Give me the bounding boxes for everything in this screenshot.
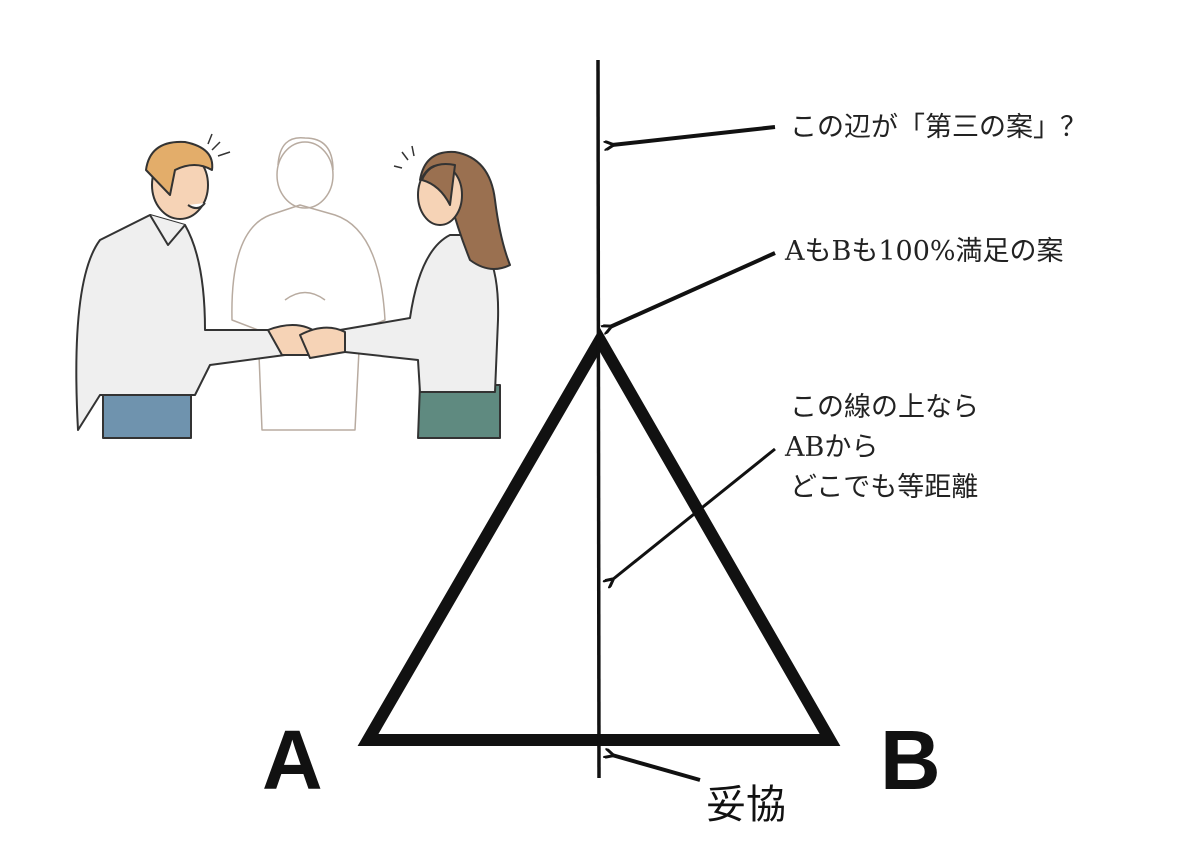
label-equidistant-2: ABから	[785, 432, 879, 463]
arrow-full-satisfaction	[610, 251, 776, 327]
vertex-b-label: B	[880, 713, 941, 807]
arrow-equidistant	[612, 447, 776, 580]
mediator-figure	[231, 137, 386, 431]
label-full-satisfaction: AもBも100%満足の案	[785, 236, 1064, 267]
handshake-illustration	[75, 133, 511, 439]
bisector-line	[596, 59, 601, 779]
arrow-compromise	[612, 755, 701, 782]
label-compromise: 妥協	[706, 782, 786, 828]
label-third-option: この辺が「第三の案」？	[790, 112, 1087, 143]
label-equidistant-1: この線の上なら	[790, 392, 979, 423]
vertex-a-label: A	[262, 713, 323, 807]
label-equidistant-3: どこでも等距離	[790, 472, 979, 503]
woman-figure	[299, 150, 511, 439]
man-figure	[75, 140, 321, 439]
arrow-third-option	[612, 125, 776, 145]
surprise-marks	[207, 133, 415, 169]
